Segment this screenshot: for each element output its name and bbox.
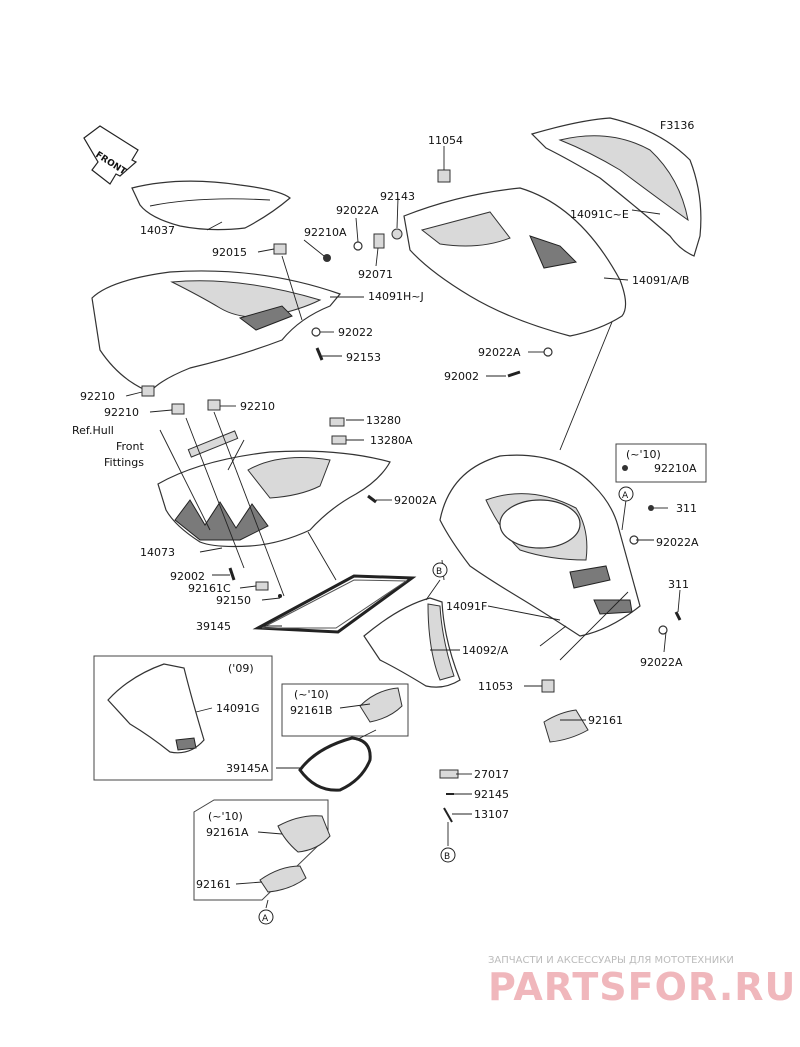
label-11053: 11053 — [478, 680, 513, 693]
label-311-b: 311 — [668, 578, 689, 591]
ref-marker-B-bottom: B — [440, 847, 456, 863]
part-92161A — [277, 815, 331, 853]
box-92210A — [615, 443, 707, 483]
part-92161 — [543, 709, 589, 743]
small-hardware — [141, 169, 682, 823]
label-39145: 39145 — [196, 620, 231, 633]
label-92071: 92071 — [358, 268, 393, 281]
label-92161A: 92161A — [206, 826, 249, 839]
label-ref-front: Front — [116, 440, 145, 453]
watermark-tagline: ЗАПЧАСТИ И АКСЕССУАРЫ ДЛЯ МОТОТЕХНИКИ — [488, 955, 734, 966]
label-311-a: 311 — [676, 502, 697, 515]
label-14091F: 14091F — [446, 600, 487, 613]
label-box-92161B-year: (~'10) — [294, 688, 329, 701]
svg-text:B: B — [444, 852, 450, 862]
part-14091AB — [403, 187, 627, 337]
watermark: ЗАПЧАСТИ И АКСЕССУАРЫ ДЛЯ МОТОТЕХНИКИ PA… — [488, 955, 796, 1009]
label-14037: 14037 — [140, 224, 175, 237]
label-92022A-r2: 92022A — [640, 656, 683, 669]
label-92022A-mid: 92022A — [478, 346, 521, 359]
label-92145: 92145 — [474, 788, 509, 801]
label-92210A-box: 92210A — [654, 462, 697, 475]
label-92150: 92150 — [216, 594, 251, 607]
label-92022A-r1: 92022A — [656, 536, 699, 549]
label-92153: 92153 — [346, 351, 381, 364]
label-92210-a: 92210 — [80, 390, 115, 403]
svg-text:A: A — [262, 914, 269, 924]
label-13280: 13280 — [366, 414, 401, 427]
part-labels: 14037 92015 92210A 92022A 92143 11054 92… — [72, 134, 699, 891]
label-13107: 13107 — [474, 808, 509, 821]
label-14073: 14073 — [140, 546, 175, 559]
label-92015: 92015 — [212, 246, 247, 259]
part-14092A — [363, 597, 461, 688]
label-14091CE: 14091C~E — [570, 208, 629, 221]
label-11054: 11054 — [428, 134, 463, 147]
label-92002-low: 92002 — [170, 570, 205, 583]
label-92002-mid: 92002 — [444, 370, 479, 383]
part-39145A — [298, 736, 372, 792]
part-14091HJ — [91, 270, 342, 393]
label-92161-lower: 92161 — [196, 878, 231, 891]
ref-marker-A-top: A — [618, 486, 634, 502]
label-92161B: 92161B — [290, 704, 333, 717]
label-92143: 92143 — [380, 190, 415, 203]
label-14091HJ: 14091H~J — [368, 290, 424, 303]
label-box-92210A-year: (~'10) — [626, 448, 661, 461]
leader-lines — [125, 146, 681, 909]
label-14092A: 14092/A — [462, 644, 509, 657]
diagram-code: F3136 — [660, 119, 694, 132]
part-39145 — [252, 574, 417, 634]
ref-marker-A-bottom: A — [258, 909, 274, 925]
part-92161B — [359, 687, 403, 723]
ref-marker-B-top: B — [432, 562, 448, 578]
label-92210-c: 92210 — [240, 400, 275, 413]
label-ref-hull: Ref.Hull — [72, 424, 114, 437]
svg-text:B: B — [436, 567, 442, 577]
svg-text:A: A — [622, 491, 629, 501]
label-box-92161A-year: (~'10) — [208, 810, 243, 823]
box-92161B — [281, 683, 409, 737]
clip-92210A-icon — [622, 465, 628, 471]
label-39145A: 39145A — [226, 762, 269, 775]
label-ref-fittings: Fittings — [104, 456, 144, 469]
label-13280A: 13280A — [370, 434, 413, 447]
part-14091G — [107, 663, 205, 754]
label-92210A-top: 92210A — [304, 226, 347, 239]
part-92161-lower — [259, 865, 307, 893]
part-14037 — [131, 180, 291, 231]
label-92022A-top: 92022A — [336, 204, 379, 217]
label-92002A: 92002A — [394, 494, 437, 507]
label-92210-b: 92210 — [104, 406, 139, 419]
label-box-14091G-year: ('09) — [228, 662, 254, 675]
label-92161C: 92161C — [188, 582, 231, 595]
label-92161: 92161 — [588, 714, 623, 727]
front-arrow-icon: FRONT — [83, 125, 139, 185]
part-14073 — [157, 450, 391, 548]
part-14091CE — [530, 117, 702, 257]
label-14091G: 14091G — [216, 702, 260, 715]
watermark-brand: PARTSFOR.RU — [488, 965, 796, 1009]
label-14091AB: 14091/A/B — [632, 274, 689, 287]
part-14091F — [439, 454, 641, 637]
label-27017: 27017 — [474, 768, 509, 781]
label-92022: 92022 — [338, 326, 373, 339]
box-14091G — [93, 655, 273, 781]
